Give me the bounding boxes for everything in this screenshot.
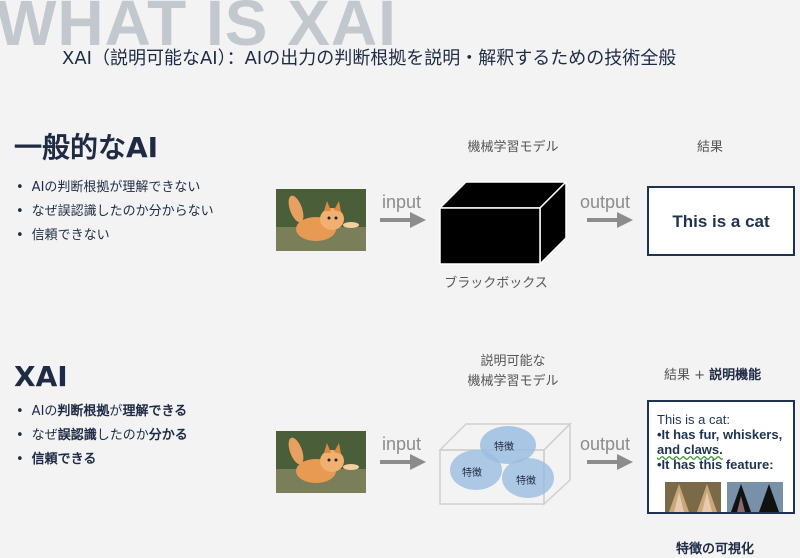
xai-bullets: AIの判断根拠が理解できる なぜ誤認識したのか分かる 信頼できる xyxy=(16,400,188,472)
output-arrow-icon xyxy=(587,212,633,228)
blackbox-icon xyxy=(438,180,568,266)
typical-ai-bullet: なぜ誤認識したのか分からない xyxy=(16,200,214,224)
explainable-model-icon xyxy=(438,422,572,506)
output-label: output xyxy=(580,434,631,454)
xai-bullet: なぜ誤認識したのか分かる xyxy=(16,424,188,448)
feature-label: 特徴 xyxy=(494,442,514,453)
model-label: 機械学習モデル xyxy=(467,140,559,155)
input-arrow-icon xyxy=(380,454,426,470)
cat-photo xyxy=(276,431,366,493)
xai-model-label: 説明可能な 機械学習モデル xyxy=(467,354,559,389)
feature-label: 特徴 xyxy=(516,476,536,487)
result-line: and claws. xyxy=(657,442,723,457)
cat-ear-image-icon xyxy=(665,482,721,512)
typical-ai-bullet: AIの判断根拠が理解できない xyxy=(16,176,214,200)
result-line: •It has this feature: xyxy=(657,457,774,472)
watermark-title: WHAT IS XAI xyxy=(0,0,397,59)
xai-title: XAI xyxy=(14,360,68,393)
xai-bullet: AIの判断根拠が理解できる xyxy=(16,400,188,424)
typical-ai-title: 一般的なAI xyxy=(14,131,159,164)
page-subtitle: XAI（説明可能なAI）：AIの出力の判断根拠を説明・解釈するための技術全般 xyxy=(62,48,677,69)
xai-bullet: 信頼できる xyxy=(16,448,188,472)
result-header: 結果 xyxy=(696,140,723,155)
result-line: •It has fur, whiskers, xyxy=(657,427,783,442)
xai-result-header: 結果 + 説明機能 xyxy=(664,368,762,383)
cat-photo xyxy=(276,189,366,251)
visualization-label: 特徴の可視化 xyxy=(676,542,755,557)
blackbox-label: ブラックボックス xyxy=(444,276,548,291)
input-label: input xyxy=(382,192,422,212)
feature-images xyxy=(657,482,793,512)
input-label: input xyxy=(382,434,422,454)
output-arrow-icon xyxy=(587,454,633,470)
result-box: This is a cat xyxy=(647,186,795,256)
result-line: This is a cat: xyxy=(657,412,730,427)
cat-ear-image-icon xyxy=(727,482,783,512)
typical-ai-bullets: AIの判断根拠が理解できない なぜ誤認識したのか分からない 信頼できない xyxy=(16,176,214,248)
result-text: This is a cat xyxy=(672,212,770,231)
xai-result-box: This is a cat: •It has fur, whiskers, an… xyxy=(647,400,795,514)
typical-ai-bullet: 信頼できない xyxy=(16,224,214,248)
feature-label: 特徴 xyxy=(462,468,482,479)
output-label: output xyxy=(580,192,631,212)
input-arrow-icon xyxy=(380,212,426,228)
